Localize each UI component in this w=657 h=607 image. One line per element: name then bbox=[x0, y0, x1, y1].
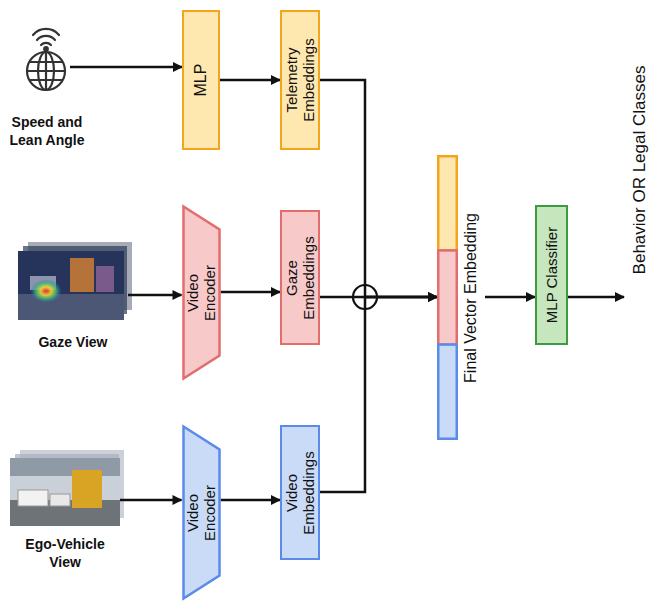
encoder-trapezoid: Video Encoder bbox=[182, 205, 221, 380]
box-label: MLP Classifier bbox=[543, 227, 560, 323]
car bbox=[18, 490, 48, 506]
box-label: Telemetry Embeddings bbox=[284, 21, 317, 139]
input-image: Ego-Vehicle View bbox=[10, 458, 120, 526]
classifier-box: MLP Classifier bbox=[535, 205, 568, 345]
wifi-dot bbox=[44, 47, 48, 51]
bar-segment bbox=[438, 156, 457, 250]
gaze-heatmap bbox=[30, 279, 62, 303]
connector-arrow bbox=[128, 294, 182, 297]
connector-arrow bbox=[120, 499, 182, 502]
car bbox=[50, 494, 70, 506]
embedding-box: Gaze Embeddings bbox=[280, 210, 320, 345]
encoder-polygon bbox=[183, 427, 219, 599]
truck bbox=[72, 470, 102, 508]
globe-equator bbox=[27, 70, 65, 72]
box-label: MLP bbox=[192, 64, 210, 97]
wifi-arc bbox=[37, 36, 55, 40]
globe-outline bbox=[27, 52, 65, 90]
connector-arrow bbox=[220, 79, 280, 82]
input-icon: Speed and Lean Angle bbox=[22, 25, 70, 92]
connector-arrow bbox=[320, 80, 437, 297]
mlp-box: MLP bbox=[182, 10, 220, 150]
fused-embedding-bar: Final Vector Embedding bbox=[437, 155, 485, 440]
connector-arrow bbox=[221, 291, 281, 294]
bar-segment bbox=[438, 345, 457, 439]
bar-segment bbox=[438, 250, 457, 344]
gaze-view-image bbox=[18, 242, 132, 320]
connector-arrow bbox=[485, 296, 535, 299]
connector-arrow bbox=[70, 66, 182, 69]
frame bbox=[18, 251, 124, 320]
input-image: Gaze View bbox=[18, 250, 128, 320]
output-label: Behavior OR Legal Classes bbox=[630, 66, 650, 275]
telemetry-icon bbox=[27, 29, 65, 90]
encoder-polygon bbox=[183, 207, 219, 379]
embedding-box: Video Embeddings bbox=[280, 425, 320, 560]
encoder-trapezoid: Video Encoder bbox=[182, 425, 221, 600]
box-label: Video Embeddings bbox=[284, 448, 317, 538]
output-arrow bbox=[568, 296, 624, 299]
wifi-arc bbox=[33, 29, 59, 35]
embedding-box: Telemetry Embeddings bbox=[280, 10, 320, 150]
buildings bbox=[10, 458, 120, 476]
globe-parallel bbox=[30, 61, 62, 63]
truck bbox=[96, 266, 114, 292]
input-caption: Ego-Vehicle View bbox=[15, 536, 115, 571]
bar-heading: Final Vector Embedding bbox=[462, 213, 480, 383]
box-label: Video Encoder bbox=[185, 253, 218, 333]
input-caption: Gaze View bbox=[18, 334, 128, 352]
frame bbox=[10, 458, 120, 526]
globe-parallel bbox=[30, 79, 62, 81]
connector-arrow bbox=[221, 499, 281, 502]
wifi-arc bbox=[41, 43, 51, 45]
input-caption: Speed and Lean Angle bbox=[4, 114, 90, 149]
box-label: Gaze Embeddings bbox=[284, 233, 317, 323]
ego-view-image bbox=[10, 450, 124, 526]
box-label: Video Encoder bbox=[185, 473, 218, 553]
connector-arrow bbox=[320, 297, 437, 492]
truck bbox=[70, 258, 94, 292]
